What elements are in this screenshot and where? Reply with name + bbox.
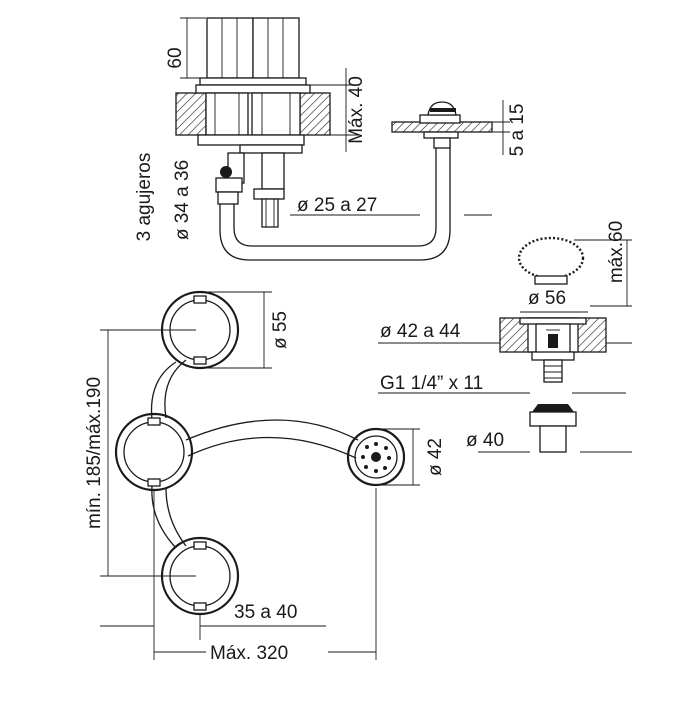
dim-thread: G1 1/4” x 11 [380, 373, 483, 394]
dim-pipe-diameter: ø 25 a 27 [297, 195, 377, 216]
countertop-left [175, 92, 207, 136]
hose-spout [185, 419, 359, 441]
dim-height-60: 60 [165, 47, 186, 68]
dim-5-a-15: 5 a 15 [507, 104, 528, 157]
dim-diameter-56: ø 56 [528, 288, 566, 309]
drain-chain [517, 236, 585, 280]
dim-diameter-55: ø 55 [270, 311, 291, 349]
dim-35-a-40: 35 a 40 [234, 602, 297, 623]
dim-max-320: Máx. 320 [210, 643, 288, 664]
dim-3-holes-label: 3 agujeros [134, 153, 155, 242]
dim-max-40: Máx. 40 [346, 76, 367, 144]
dim-holes-diameter: ø 34 a 36 [172, 160, 193, 240]
countertop-right [299, 92, 331, 136]
dim-diameter-42: ø 42 [425, 438, 446, 476]
hose-top [150, 361, 177, 421]
side-valve-knob [220, 166, 232, 178]
dim-diameter-40: ø 40 [466, 430, 504, 451]
spout-aerator [346, 427, 406, 487]
handle-body-right [252, 17, 300, 79]
plan-view: ø 55 ø 42 mín. 185/máx.190 35 a 40 Máx. … [84, 290, 446, 664]
drain-view: máx.60 ø 56 ø 42 a 44 G1 1/4” x 11 ø 40 [378, 221, 632, 453]
dim-min-max-spacing: mín. 185/máx.190 [84, 377, 105, 529]
connecting-pipe [219, 140, 451, 261]
hose-bottom [151, 485, 177, 549]
dim-max-60: máx.60 [606, 221, 627, 283]
side-elevation-view: 60 Máx. 40 5 a 15 3 agujeros ø 34 a 36 ø… [134, 17, 528, 261]
dim-diameter-42-44: ø 42 a 44 [380, 321, 461, 342]
handle-body-left [206, 17, 254, 79]
